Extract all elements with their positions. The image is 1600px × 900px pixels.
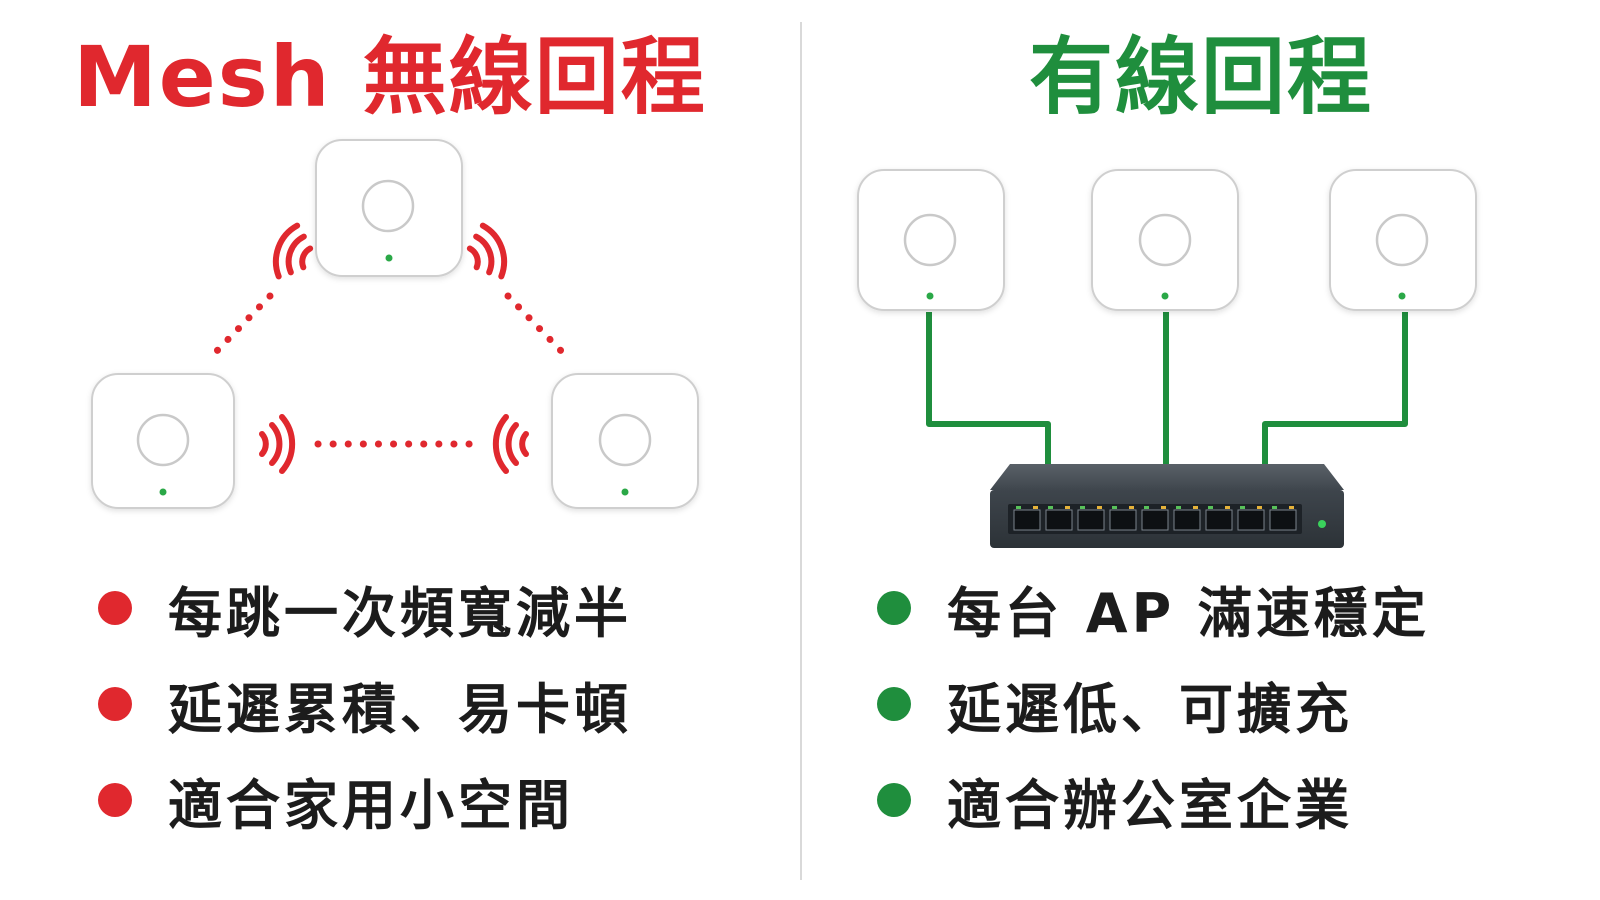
list-item: 延遲低、可擴充 <box>877 656 1430 752</box>
access-point-right <box>551 373 699 509</box>
signal-waves <box>259 222 529 474</box>
cable-right <box>1262 312 1408 470</box>
wifi-wave-icon <box>492 414 529 474</box>
mesh-diagram <box>91 139 699 509</box>
wired-diagram <box>857 169 1477 548</box>
wifi-wave-icon <box>466 222 508 280</box>
cable-left <box>926 312 1051 470</box>
wired-backhaul-title: 有線回程 <box>1028 28 1373 126</box>
wireless-backhaul-panel: Mesh 無線回程 <box>73 28 707 848</box>
access-point-left <box>91 373 235 509</box>
network-switch <box>990 464 1344 548</box>
wireless-drawbacks-list: 每跳一次頻寬減半 延遲累積、易卡頓 適合家用小空間 <box>98 560 632 848</box>
wifi-wave-icon <box>272 222 314 280</box>
list-item: 適合家用小空間 <box>98 752 632 848</box>
wireless-link-lines <box>208 292 570 448</box>
list-item: 每跳一次頻寬減半 <box>98 560 632 656</box>
status-led-icon <box>159 488 167 496</box>
wireless-link-top-right <box>504 292 570 360</box>
bullet-dot-icon <box>98 783 132 817</box>
access-point-left <box>857 169 1005 311</box>
panel-divider <box>800 22 802 880</box>
status-led-icon <box>926 292 934 300</box>
bullet-dot-icon <box>98 591 132 625</box>
status-led-icon <box>385 254 393 262</box>
wifi-wave-icon <box>259 414 296 474</box>
status-led-icon <box>1398 292 1406 300</box>
access-point-top <box>315 139 463 277</box>
list-item: 每台 AP 滿速穩定 <box>877 560 1430 656</box>
status-led-icon <box>1161 292 1169 300</box>
bullet-dot-icon <box>877 687 911 721</box>
status-led-icon <box>621 488 629 496</box>
access-point-right <box>1329 169 1477 311</box>
ethernet-cables <box>926 312 1408 470</box>
list-item: 延遲累積、易卡頓 <box>98 656 632 752</box>
ethernet-port-icons <box>1013 509 1297 531</box>
bullet-dot-icon <box>877 783 911 817</box>
access-point-center <box>1091 169 1239 311</box>
port-led-icons <box>1016 506 1294 509</box>
wireless-link-top-left <box>208 292 274 360</box>
wired-benefits-list: 每台 AP 滿速穩定 延遲低、可擴充 適合辦公室企業 <box>877 560 1430 848</box>
bullet-dot-icon <box>877 591 911 625</box>
list-item: 適合辦公室企業 <box>877 752 1430 848</box>
power-led-icon <box>1318 520 1326 528</box>
wireless-backhaul-title: Mesh 無線回程 <box>73 28 707 126</box>
bullet-dot-icon <box>98 687 132 721</box>
wired-backhaul-panel: 有線回程 <box>802 0 1600 900</box>
